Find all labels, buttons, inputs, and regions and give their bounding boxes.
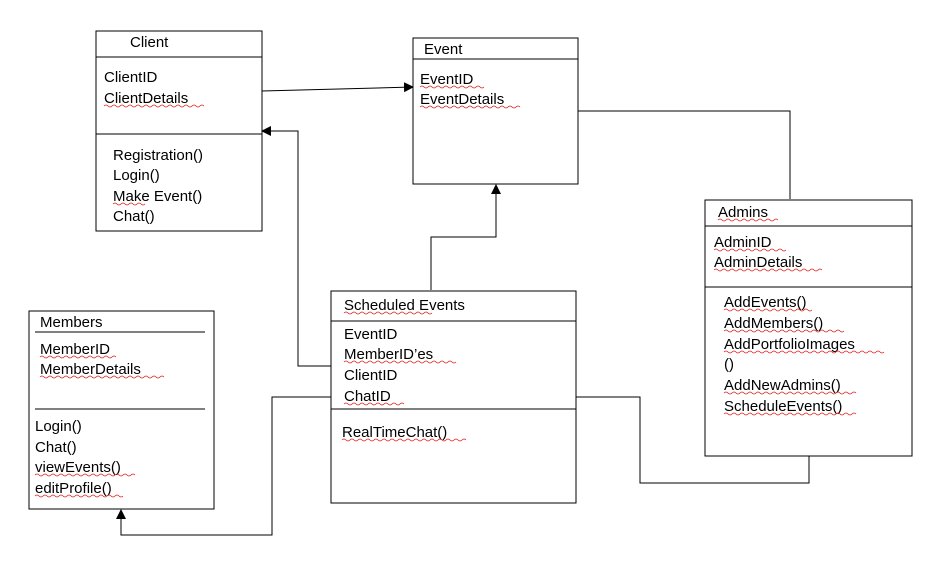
scheduled-events-name: Scheduled Events — [344, 297, 465, 314]
client-method-4: Chat() — [113, 208, 155, 225]
wavy-underline — [723, 412, 857, 416]
class-scheduled-events[interactable]: Scheduled Events EventID MemberID’es Cli… — [330, 290, 577, 504]
wavy-underline — [112, 202, 146, 206]
members-method-3: viewEvents() — [35, 459, 121, 476]
members-attr-2: MemberDetails — [40, 361, 141, 378]
admins-method-5: AddNewAdmins() — [724, 377, 841, 394]
class-client[interactable]: Client ClientID ClientDetails Registrati… — [95, 30, 263, 232]
wavy-underline — [723, 391, 857, 395]
members-method-4: editProfile() — [35, 480, 112, 497]
connector-client-to-event — [261, 82, 414, 93]
event-attr-2: EventDetails — [420, 91, 504, 108]
connector-scheduled-events-to-members — [116, 396, 331, 536]
admins-method-6: ScheduleEvents() — [724, 398, 842, 415]
admins-name: Admins — [718, 204, 768, 221]
wavy-underline — [713, 248, 787, 252]
admins-attr-2: AdminDetails — [714, 254, 802, 271]
wavy-underline — [343, 402, 405, 406]
scheduled-events-attr-2: MemberID’es — [344, 346, 433, 363]
admins-method-1: AddEvents() — [724, 294, 807, 311]
scheduled-events-box — [330, 290, 577, 504]
class-admins[interactable]: Admins AdminID AdminDetails AddEvents() … — [704, 199, 913, 457]
wavy-underline — [103, 104, 205, 108]
wavy-underline — [723, 308, 813, 312]
admins-attr-1: AdminID — [714, 234, 772, 251]
members-method-1: Login() — [35, 418, 82, 435]
event-box — [412, 37, 579, 185]
wavy-underline — [34, 473, 136, 477]
connectors — [116, 82, 810, 536]
client-method-3: Make Event() — [113, 188, 202, 205]
admins-method-3: AddPortfolioImages — [724, 336, 855, 353]
scheduled-events-attr-1: EventID — [344, 326, 398, 343]
scheduled-events-method-1: RealTimeChat() — [342, 424, 447, 441]
connector-scheduled-events-to-admins — [576, 396, 810, 484]
wavy-underline — [341, 438, 467, 442]
spellcheck-underlines — [34, 85, 885, 498]
client-attr-1: ClientID — [104, 69, 158, 86]
wavy-underline — [343, 360, 457, 364]
connector-scheduled-events-to-event — [430, 184, 501, 290]
admins-box — [704, 199, 913, 457]
wavy-underline — [39, 355, 117, 359]
members-method-2: Chat() — [35, 439, 77, 456]
wavy-underline — [717, 218, 779, 222]
admins-method-4: () — [724, 356, 734, 373]
connector-scheduled-events-to-client — [261, 126, 331, 367]
connector-event-to-admins — [578, 110, 791, 199]
client-box — [95, 30, 263, 232]
wavy-underline — [419, 105, 521, 109]
wavy-underline — [723, 350, 885, 354]
client-method-2: Login() — [113, 167, 160, 184]
event-attr-1: EventID — [420, 71, 474, 88]
wavy-underline — [713, 268, 823, 272]
scheduled-events-attr-4: ChatID — [344, 388, 391, 405]
wavy-underline — [343, 311, 433, 315]
members-attr-1: MemberID — [40, 341, 110, 358]
wavy-underline — [723, 329, 845, 333]
event-name: Event — [424, 41, 463, 58]
client-name: Client — [130, 34, 169, 51]
scheduled-events-attr-3: ClientID — [344, 367, 398, 384]
class-event[interactable]: Event EventID EventDetails — [412, 37, 579, 185]
wavy-underline — [34, 494, 124, 498]
admins-method-2: AddMembers() — [724, 315, 823, 332]
members-name: Members — [40, 314, 103, 331]
client-attr-2: ClientDetails — [104, 90, 188, 107]
wavy-underline — [39, 375, 165, 379]
wavy-underline — [419, 85, 485, 89]
client-method-1: Registration() — [113, 147, 203, 164]
class-members[interactable]: Members MemberID MemberDetails Login() C… — [28, 310, 215, 510]
